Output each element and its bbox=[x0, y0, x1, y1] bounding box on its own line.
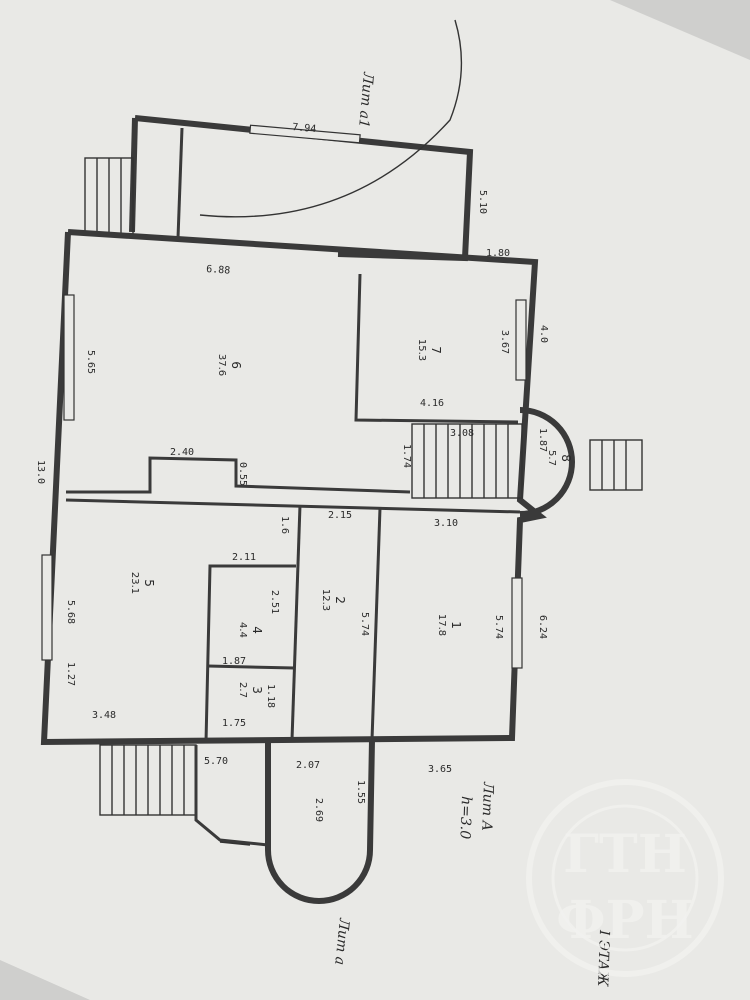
stamp-inner-ring bbox=[551, 804, 699, 952]
dimension-labels: 7.94 5.10 1.80 6.88 4.0 3.67 4.16 5.65 1… bbox=[35, 122, 549, 822]
porch-bottom bbox=[99, 739, 375, 904]
room-6-label: 6 37.6 bbox=[216, 354, 243, 376]
dim-label: 5.74 bbox=[493, 615, 504, 639]
dim-label: 2.15 bbox=[328, 510, 352, 521]
main-building bbox=[40, 229, 547, 746]
room-8-number: 8 bbox=[559, 454, 573, 462]
room-3-number: 3 bbox=[250, 686, 264, 694]
ceiling-height-label: h=3.0 bbox=[456, 796, 473, 840]
room-5-number: 5 bbox=[142, 579, 156, 587]
dim-label: 1.6 bbox=[279, 516, 290, 534]
room-7-number: 7 bbox=[429, 346, 443, 354]
room-2-number: 2 bbox=[333, 596, 347, 604]
room-3-label: 3 2.7 bbox=[237, 682, 264, 698]
room-4-number: 4 bbox=[250, 626, 264, 634]
dim-label: 3.08 bbox=[450, 428, 474, 439]
room-4-label: 4 4.4 bbox=[237, 622, 264, 638]
annex-a1-inner-wall bbox=[176, 127, 184, 239]
room-labels: 1 17.8 2 12.3 3 2.7 4 4.4 5 23.1 6 37.6 … bbox=[129, 339, 573, 698]
room-7-area: 15.3 bbox=[416, 339, 427, 361]
dim-label: 1.18 bbox=[265, 684, 276, 708]
wc-divider bbox=[207, 664, 295, 670]
porch-wall bbox=[265, 739, 375, 904]
lit-a-label: Лит А bbox=[478, 781, 496, 832]
dim-label: 6.24 bbox=[537, 615, 548, 639]
dim-label: 1.80 bbox=[486, 248, 510, 259]
dim-label: 2.40 bbox=[170, 447, 194, 458]
annex-a1-arc bbox=[199, 19, 463, 218]
dim-label: 1.55 bbox=[355, 780, 366, 804]
steps-right bbox=[589, 439, 643, 491]
bay-room-8 bbox=[519, 407, 643, 517]
window-left-lower bbox=[41, 554, 53, 661]
room-5-area: 23.1 bbox=[129, 572, 140, 594]
dim-label: 1.87 bbox=[222, 656, 246, 667]
dim-label: 2.51 bbox=[269, 590, 280, 614]
room-6-area: 37.6 bbox=[216, 354, 227, 376]
dim-label: 4.0 bbox=[538, 325, 549, 343]
lit-a-bottom-label: Лит а bbox=[331, 917, 352, 966]
internal-stairs bbox=[411, 423, 523, 499]
dim-label: 3.65 bbox=[428, 764, 452, 775]
dim-label: 3.48 bbox=[92, 710, 116, 721]
partition-2-4 bbox=[290, 504, 302, 741]
window-right-lower bbox=[511, 577, 523, 669]
wc-wall bbox=[204, 564, 296, 743]
room-7-wall bbox=[354, 273, 519, 424]
dim-label: 4.16 bbox=[420, 398, 444, 409]
stairs-outline bbox=[411, 423, 523, 499]
porch-side-wall bbox=[194, 745, 269, 847]
stamp-outer-ring bbox=[526, 779, 724, 977]
dim-label: 5.10 bbox=[477, 190, 488, 214]
annex-a1-window bbox=[249, 124, 361, 144]
dim-label: 1.27 bbox=[65, 662, 76, 686]
room-1-number: 1 bbox=[449, 621, 463, 629]
dim-label: 2.07 bbox=[296, 760, 320, 771]
room-5-label: 5 23.1 bbox=[129, 572, 156, 594]
dim-label: 13.0 bbox=[35, 460, 46, 484]
dim-label: 1.87 bbox=[537, 428, 548, 452]
main-outer-wall bbox=[40, 229, 547, 746]
room-8-area: 5.7 bbox=[546, 450, 557, 466]
stamp-bottom-letters: ФРН bbox=[556, 890, 694, 951]
dim-label: 1.75 bbox=[222, 718, 246, 729]
room-2-area: 12.3 bbox=[320, 589, 331, 611]
dim-label: 0.55 bbox=[237, 462, 248, 486]
dim-label: 5.65 bbox=[85, 350, 96, 374]
room-7-label: 7 15.3 bbox=[416, 339, 443, 361]
dim-label: 3.10 bbox=[434, 518, 458, 529]
dim-label: 5.74 bbox=[359, 612, 370, 636]
watermark-stamp: ГТН ФРН bbox=[526, 779, 724, 977]
room-3-area: 2.7 bbox=[237, 682, 248, 698]
lit-a1-label: Лит а1 bbox=[355, 71, 376, 129]
stamp-top-letters: ГТН bbox=[563, 824, 687, 885]
room-4-area: 4.4 bbox=[237, 622, 248, 638]
room-1-area: 17.8 bbox=[436, 614, 447, 636]
bay-8-wall bbox=[519, 407, 575, 517]
window-right-upper bbox=[515, 299, 527, 381]
room-8-label: 8 5.7 bbox=[546, 450, 573, 466]
dim-label: 7.94 bbox=[292, 122, 317, 135]
dim-label: 6.88 bbox=[206, 264, 231, 277]
room-6-number: 6 bbox=[229, 361, 243, 369]
dim-label: 2.69 bbox=[313, 798, 324, 822]
dim-label: 5.68 bbox=[65, 600, 76, 624]
corridor-wall-lower bbox=[65, 498, 521, 514]
dim-label: 1.74 bbox=[401, 444, 412, 468]
corridor-wall-upper bbox=[66, 456, 411, 494]
room-1-label: 1 17.8 bbox=[436, 614, 463, 636]
dim-label: 2.11 bbox=[232, 552, 256, 563]
room-2-label: 2 12.3 bbox=[320, 589, 347, 611]
dim-label: 3.67 bbox=[499, 330, 510, 354]
dim-label: 5.70 bbox=[204, 756, 228, 767]
partition-1-2 bbox=[370, 507, 382, 741]
window-left-upper bbox=[63, 294, 75, 421]
